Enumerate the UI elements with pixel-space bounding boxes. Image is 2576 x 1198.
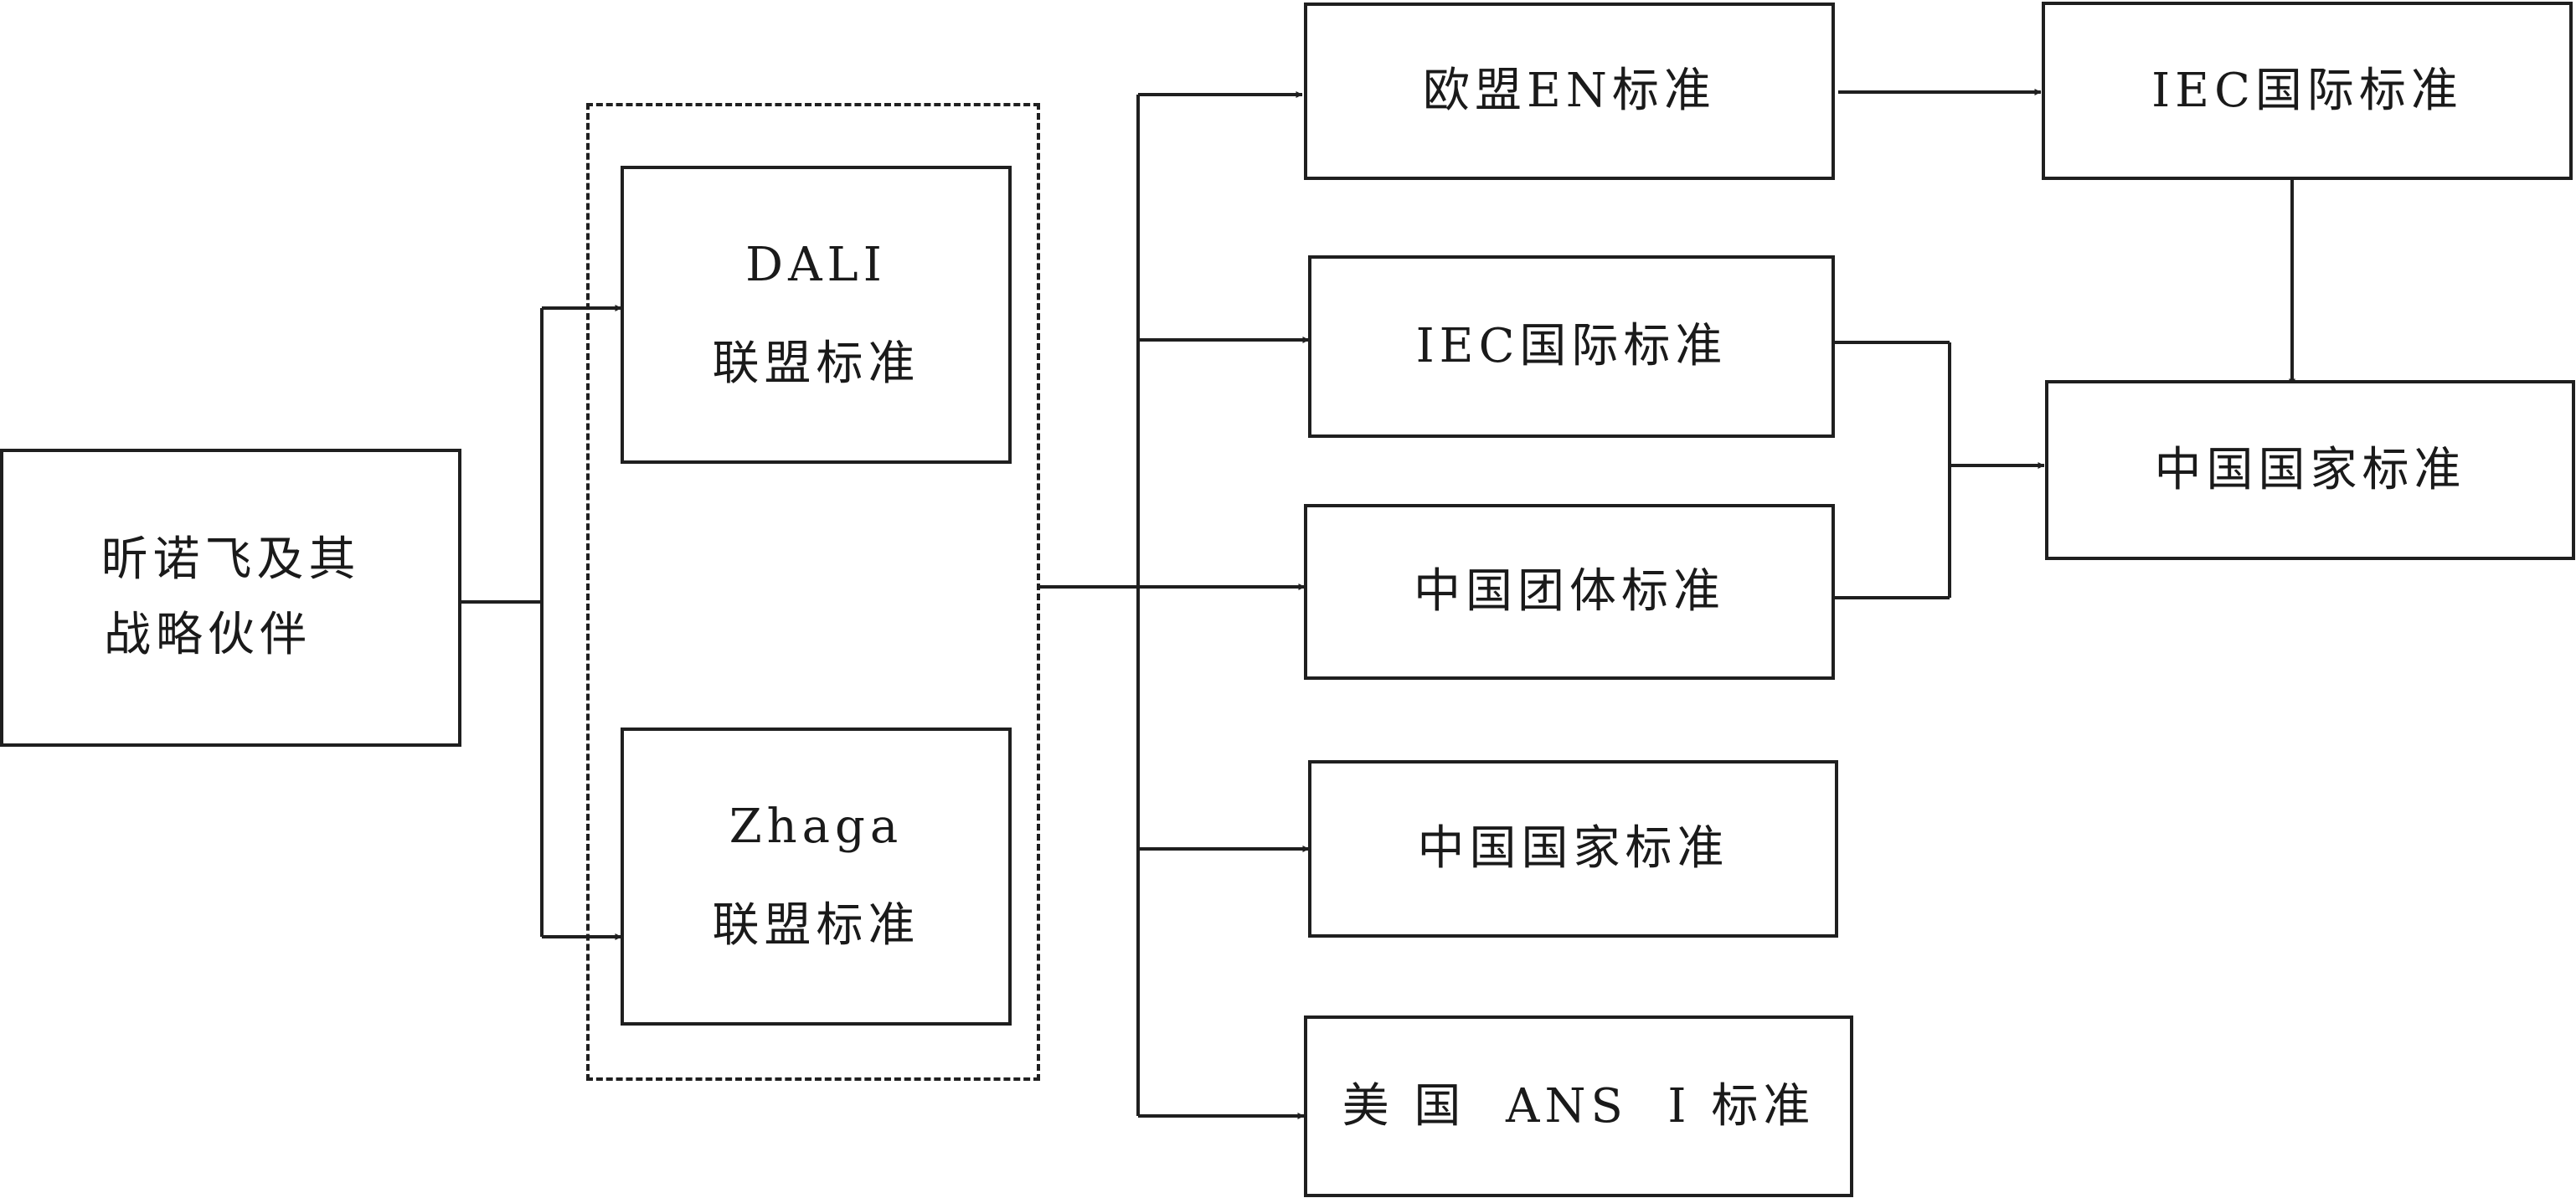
alliance-standards-group xyxy=(586,103,1040,1081)
zhaga-alliance-box: Zhaga 联盟标准 xyxy=(621,728,1012,1026)
source-line-1: 昕诺飞及其 xyxy=(100,532,361,588)
china-national-standard-box: 中国国家标准 xyxy=(1308,760,1838,938)
us-ansi-standard-label: 美 国 ANS I 标准 xyxy=(1342,1078,1816,1134)
final-china-national-standard-label: 中国国家标准 xyxy=(2154,442,2466,497)
china-group-standard-label: 中国团体标准 xyxy=(1414,564,1725,619)
china-group-standard-box: 中国团体标准 xyxy=(1304,504,1835,680)
dali-alliance-box: DALI 联盟标准 xyxy=(621,166,1012,464)
source-line-2: 战略伙伴 xyxy=(104,608,312,662)
us-ansi-standard-box: 美 国 ANS I 标准 xyxy=(1304,1015,1853,1197)
source-box: 昕诺飞及其 战略伙伴 xyxy=(0,449,461,747)
dali-label: DALI xyxy=(745,238,887,293)
iec-standard-label: IEC国际标准 xyxy=(1415,319,1728,373)
iec-standard-box: IEC国际标准 xyxy=(1308,255,1835,438)
final-iec-standard-box: IEC国际标准 xyxy=(2042,2,2573,180)
zhaga-label: Zhaga xyxy=(729,800,904,855)
china-national-standard-label: 中国国家标准 xyxy=(1417,821,1729,876)
dali-alliance-label: 联盟标准 xyxy=(712,337,920,391)
final-china-national-standard-box: 中国国家标准 xyxy=(2045,380,2575,560)
eu-en-standard-box: 欧盟EN标准 xyxy=(1304,3,1835,180)
final-iec-standard-label: IEC国际标准 xyxy=(2151,63,2463,118)
zhaga-alliance-label: 联盟标准 xyxy=(712,898,920,953)
eu-en-standard-label: 欧盟EN标准 xyxy=(1423,64,1716,118)
